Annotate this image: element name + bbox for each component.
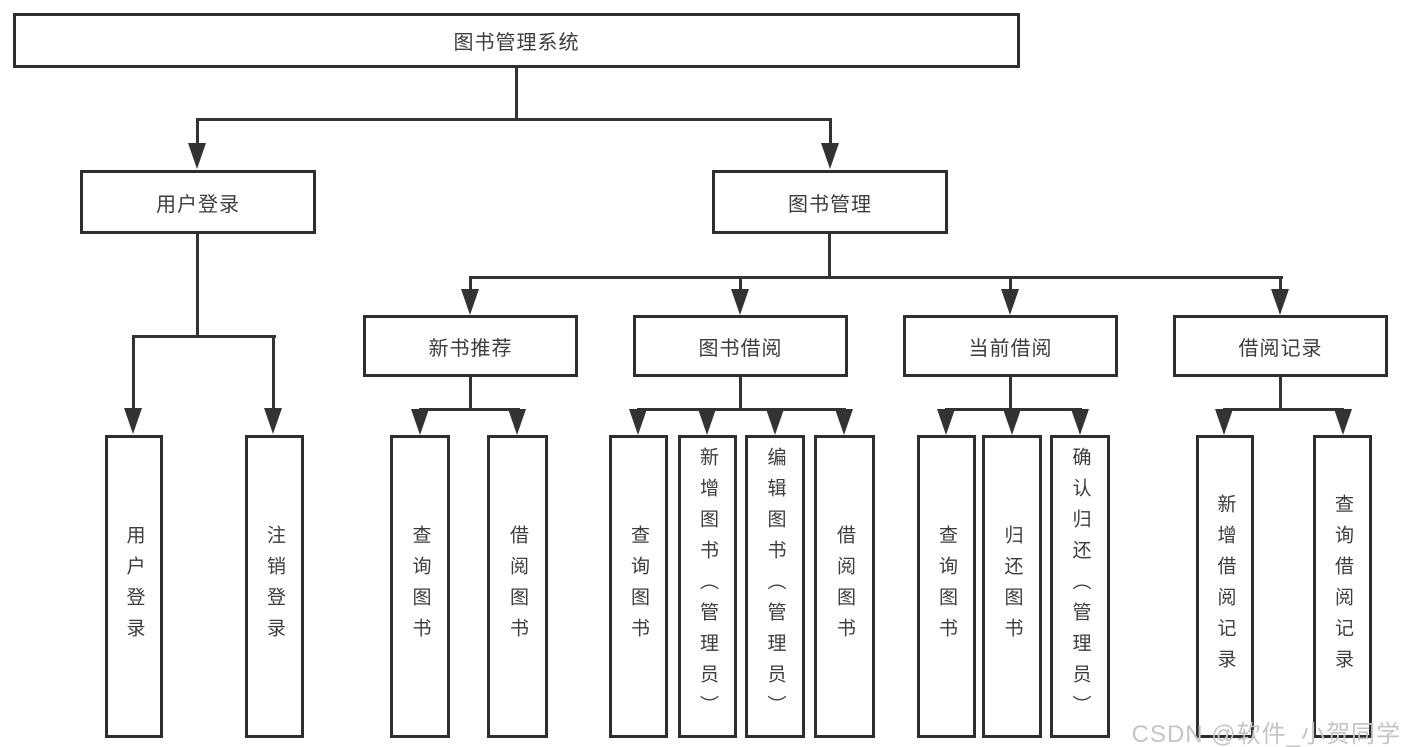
connector-line xyxy=(1279,377,1282,411)
connector-line xyxy=(469,377,472,411)
connector-line xyxy=(272,335,275,410)
leaf-borrow-book-label: 借阅图书 xyxy=(834,524,855,649)
leaf-add-book-admin: 新增图书（管理员） xyxy=(678,435,737,738)
leaf-query-book-current-label: 查询图书 xyxy=(936,524,957,649)
connector-line xyxy=(469,276,1283,279)
leaf-edit-book-admin-label: 编辑图书（管理员） xyxy=(764,447,786,726)
arrowhead xyxy=(766,409,784,435)
connector-line xyxy=(637,408,846,411)
leaf-query-book-recommend: 查询图书 xyxy=(390,435,450,738)
arrowhead xyxy=(698,409,716,435)
leaf-query-book-borrow: 查询图书 xyxy=(609,435,668,738)
arrowhead xyxy=(411,409,429,435)
node-book-management: 图书管理 xyxy=(712,170,948,234)
leaf-logout: 注销登录 xyxy=(245,435,304,738)
connector-line xyxy=(196,234,199,338)
node-root-label: 图书管理系统 xyxy=(453,32,580,54)
leaf-query-book-recommend-label: 查询图书 xyxy=(409,524,431,649)
arrowhead xyxy=(1003,409,1021,435)
arrowhead xyxy=(188,143,206,169)
arrowhead xyxy=(1271,289,1289,315)
leaf-user-login-label: 用户登录 xyxy=(123,524,145,649)
watermark: CSDN @软件_小贺同学 xyxy=(1131,721,1401,747)
connector-line xyxy=(419,408,520,411)
arrowhead xyxy=(1334,409,1352,435)
arrowhead xyxy=(1215,409,1233,435)
leaf-add-borrow-record-label: 新增借阅记录 xyxy=(1214,493,1236,680)
arrowhead xyxy=(508,409,526,435)
connector-line xyxy=(515,68,518,121)
node-book-management-label: 图书管理 xyxy=(788,193,872,216)
leaf-query-book-current: 查询图书 xyxy=(917,435,976,738)
leaf-confirm-return-admin-label: 确认归还（管理员） xyxy=(1069,447,1091,726)
arrowhead xyxy=(629,409,647,435)
leaf-logout-label: 注销登录 xyxy=(264,524,285,649)
leaf-query-book-borrow-label: 查询图书 xyxy=(628,524,649,649)
arrowhead xyxy=(461,289,479,315)
connector-line xyxy=(1009,377,1012,411)
arrowhead xyxy=(937,409,955,435)
arrowhead xyxy=(124,408,142,434)
leaf-borrow-book-recommend: 借阅图书 xyxy=(487,435,548,738)
arrowhead xyxy=(821,143,839,169)
connector-line xyxy=(1009,276,1012,292)
node-book-borrow: 图书借阅 xyxy=(633,315,848,377)
connector-line xyxy=(469,276,472,292)
connector-line xyxy=(196,118,199,146)
connector-line xyxy=(1223,408,1344,411)
node-root: 图书管理系统 xyxy=(13,13,1020,68)
leaf-user-login: 用户登录 xyxy=(105,435,163,738)
connector-line xyxy=(1279,276,1282,292)
connector-line xyxy=(132,335,276,338)
node-current-borrow-label: 当前借阅 xyxy=(968,337,1053,360)
node-new-book-recommend: 新书推荐 xyxy=(363,315,578,377)
node-new-book-recommend-label: 新书推荐 xyxy=(428,337,513,360)
arrowhead xyxy=(1001,289,1019,315)
leaf-query-borrow-record: 查询借阅记录 xyxy=(1313,435,1372,738)
leaf-borrow-book: 借阅图书 xyxy=(814,435,875,738)
leaf-return-book: 归还图书 xyxy=(982,435,1042,738)
node-user-login: 用户登录 xyxy=(80,170,316,234)
leaf-add-borrow-record: 新增借阅记录 xyxy=(1196,435,1254,738)
leaf-borrow-book-recommend-label: 借阅图书 xyxy=(507,524,528,649)
leaf-confirm-return-admin: 确认归还（管理员） xyxy=(1050,435,1110,738)
connector-line xyxy=(739,377,742,411)
connector-line xyxy=(196,118,832,121)
arrowhead xyxy=(264,408,282,434)
connector-line xyxy=(739,276,742,292)
connector-line xyxy=(829,118,832,146)
leaf-add-book-admin-label: 新增图书（管理员） xyxy=(697,447,718,726)
connector-line xyxy=(828,234,831,279)
arrowhead xyxy=(1071,409,1089,435)
node-current-borrow: 当前借阅 xyxy=(903,315,1118,377)
connector-line xyxy=(132,335,135,410)
arrowhead xyxy=(731,289,749,315)
leaf-return-book-label: 归还图书 xyxy=(1001,524,1023,649)
node-borrow-records: 借阅记录 xyxy=(1173,315,1388,377)
node-user-login-label: 用户登录 xyxy=(156,193,240,216)
leaf-query-borrow-record-label: 查询借阅记录 xyxy=(1332,493,1353,680)
node-borrow-records-label: 借阅记录 xyxy=(1238,337,1323,360)
arrowhead xyxy=(835,409,853,435)
leaf-edit-book-admin: 编辑图书（管理员） xyxy=(745,435,805,738)
node-book-borrow-label: 图书借阅 xyxy=(698,337,783,360)
